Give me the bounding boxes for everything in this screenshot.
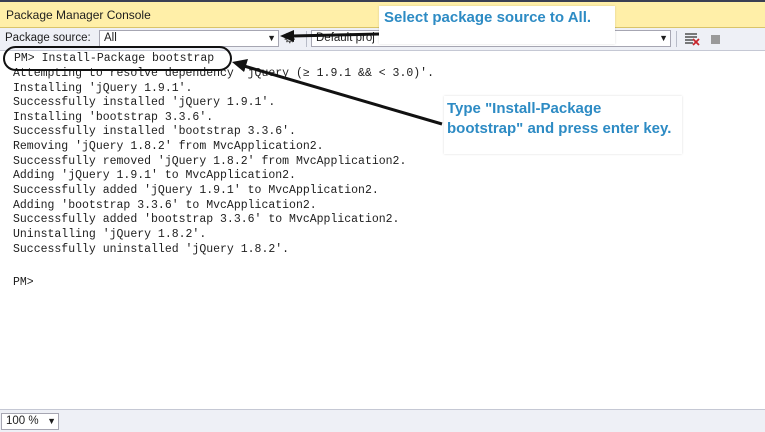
zoom-dropdown[interactable]: 100 % ▼ [1,413,59,430]
package-source-value: All [104,32,117,44]
package-source-label: Package source: [5,32,91,44]
chevron-down-icon: ▼ [659,33,668,43]
chevron-down-icon: ▼ [47,416,56,426]
window-title: Package Manager Console [6,8,151,22]
console-line: Successfully removed 'jQuery 1.8.2' from… [13,155,407,168]
default-project-value: Default proj [316,32,375,44]
console-line: Uninstalling 'jQuery 1.8.2'. [13,228,207,241]
console-line: Adding 'bootstrap 3.3.6' to MvcApplicati… [13,199,317,212]
console-prompt: PM> [13,276,34,289]
console-line: Successfully added 'jQuery 1.9.1' to Mvc… [13,184,379,197]
clear-console-icon[interactable] [683,31,701,47]
gear-icon[interactable]: ⚙ [283,30,297,47]
chevron-down-icon: ▼ [267,33,276,43]
zoom-value: 100 % [6,415,39,427]
callout-install-text-line2: bootstrap" and press enter key. [447,120,672,137]
console-line: Installing 'bootstrap 3.3.6'. [13,111,214,124]
toolbar-separator [306,31,307,47]
callout-install-text-line1: Type "Install-Package [447,100,602,117]
console-line: Successfully installed 'bootstrap 3.3.6'… [13,125,296,138]
console-line: Removing 'jQuery 1.8.2' from MvcApplicat… [13,140,324,153]
toolbar-separator [676,31,677,47]
console-line: Installing 'jQuery 1.9.1'. [13,82,193,95]
console-line: Successfully uninstalled 'jQuery 1.8.2'. [13,243,290,256]
status-bar: 100 % ▼ [0,409,765,432]
command-highlight-ellipse [3,46,232,71]
console-line: Adding 'jQuery 1.9.1' to MvcApplication2… [13,169,296,182]
annotation-callout-install: Type "Install-Package bootstrap" and pre… [444,96,682,154]
console-line: Successfully added 'bootstrap 3.3.6' to … [13,213,400,226]
console-line: PM> Install-Package bootstrap [14,52,215,65]
stop-icon[interactable] [711,35,720,44]
callout-source-text: Select package source to All. [384,9,592,26]
console-line: Successfully installed 'jQuery 1.9.1'. [13,96,276,109]
annotation-callout-source: Select package source to All. [379,6,615,44]
package-source-dropdown[interactable]: All ▼ [99,30,279,47]
